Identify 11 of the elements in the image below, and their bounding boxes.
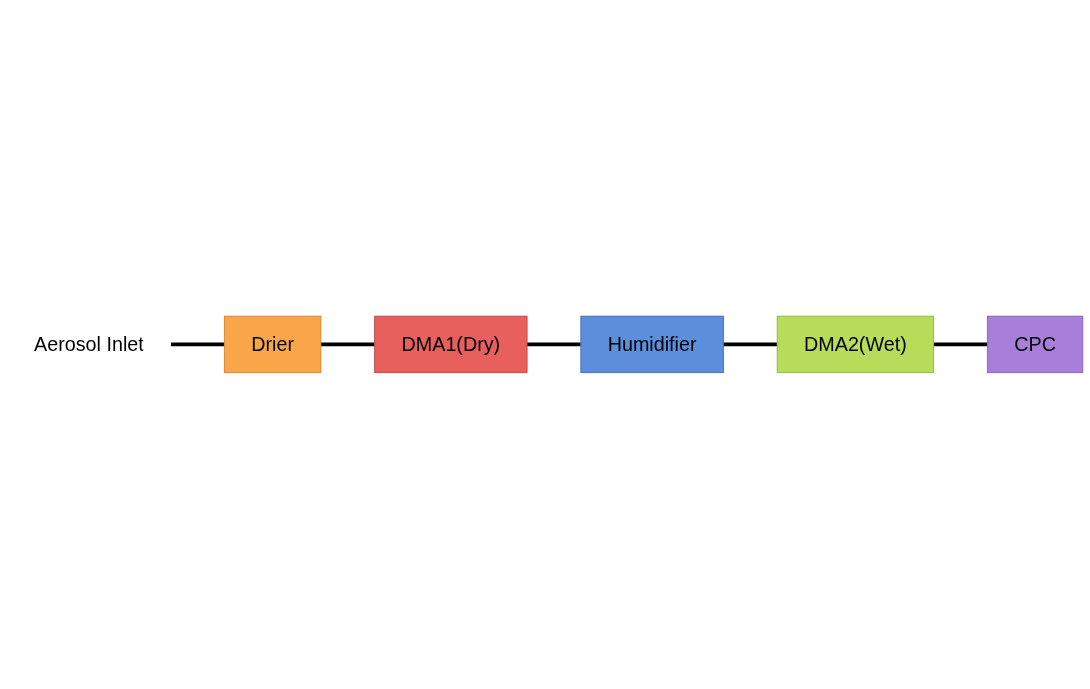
node-box: DMA1(Dry) <box>374 315 528 374</box>
node-box: Humidifier <box>580 315 724 374</box>
node-box: CPC <box>986 315 1084 374</box>
node-box: Drier <box>223 315 322 374</box>
node-box: DMA2(Wet) <box>776 315 935 374</box>
connector <box>320 342 375 347</box>
connector <box>723 342 778 347</box>
connector <box>527 342 581 347</box>
connector <box>170 342 225 347</box>
connector <box>933 342 988 347</box>
node-text: Aerosol Inlet <box>34 333 144 356</box>
